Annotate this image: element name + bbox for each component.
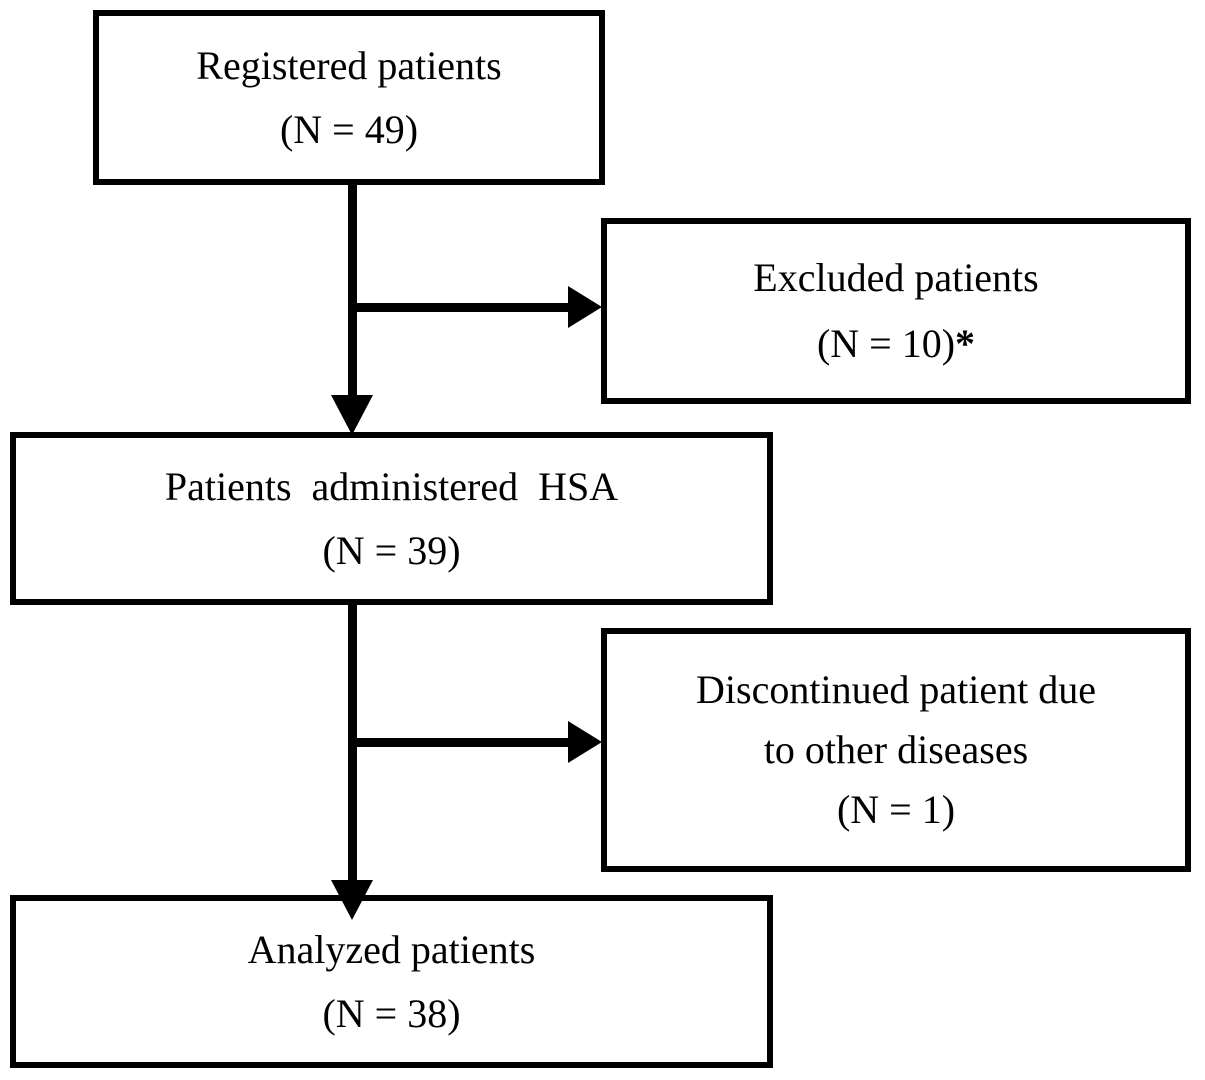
node-analyzed-patients: Analyzed patients (N = 38)	[10, 895, 773, 1068]
node-analyzed-patients-label: Analyzed patients	[247, 926, 536, 972]
connector-administered-to-analyzed-line	[348, 605, 357, 895]
node-excluded-patients-count: (N = 10)	[816, 321, 956, 366]
node-registered-patients-label: Registered patients	[196, 42, 502, 88]
node-excluded-patients-count-row: (N = 10)*	[817, 324, 975, 364]
node-excluded-patients: Excluded patients (N = 10)*	[601, 218, 1191, 404]
node-analyzed-patients-count: (N = 38)	[322, 990, 461, 1036]
arrow-right-icon-administered-to-discontinued	[568, 721, 602, 763]
node-discontinued-patient-label-line2: to other diseases	[763, 727, 1029, 772]
node-excluded-patients-label: Excluded patients	[753, 255, 1039, 300]
node-discontinued-patient-count: (N = 1)	[836, 787, 956, 832]
connector-registered-to-administered-line	[348, 185, 357, 400]
node-registered-patients-count: (N = 49)	[279, 106, 419, 152]
connector-registered-to-excluded-line	[348, 303, 570, 312]
arrow-down-icon-administered-to-analyzed	[331, 880, 373, 920]
arrow-down-icon-registered-to-administered	[331, 395, 373, 435]
connector-administered-to-discontinued-line	[348, 738, 570, 747]
node-discontinued-patient-label-line1: Discontinued patient due	[696, 667, 1096, 712]
node-discontinued-patient: Discontinued patient due to other diseas…	[601, 628, 1191, 872]
node-administered-hsa: Patients administered HSA (N = 39)	[10, 432, 773, 605]
node-registered-patients: Registered patients (N = 49)	[93, 10, 605, 185]
node-administered-hsa-count: (N = 39)	[322, 527, 461, 573]
footnote-asterisk: *	[955, 321, 976, 366]
arrow-right-icon-registered-to-excluded	[568, 286, 602, 328]
node-administered-hsa-label: Patients administered HSA	[164, 463, 619, 509]
